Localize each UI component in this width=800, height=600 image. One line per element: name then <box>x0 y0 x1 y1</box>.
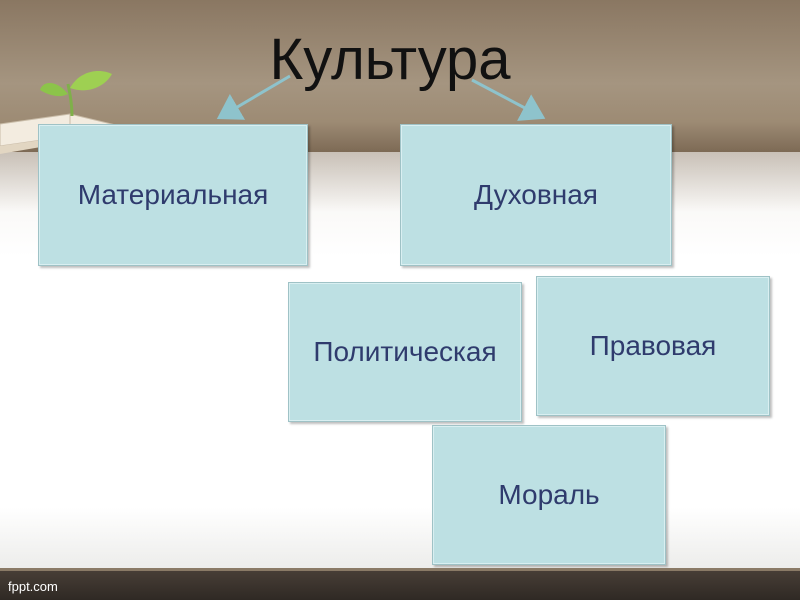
slide-title: Культура <box>269 27 511 92</box>
arrow-to-spiritual <box>471 78 546 121</box>
box-material-culture: Материальная <box>38 124 308 266</box>
connector-arrows <box>216 74 546 121</box>
box-moral: Мораль <box>432 425 666 565</box>
footer-divider <box>0 568 800 571</box>
arrow-to-material <box>216 74 291 120</box>
box-political-culture: Политическая <box>288 282 522 422</box>
footer-watermark: fppt.com <box>8 579 58 594</box>
footer-band <box>0 568 800 600</box>
box-spiritual-culture: Духовная <box>400 124 672 266</box>
box-legal-culture: Правовая <box>536 276 770 416</box>
